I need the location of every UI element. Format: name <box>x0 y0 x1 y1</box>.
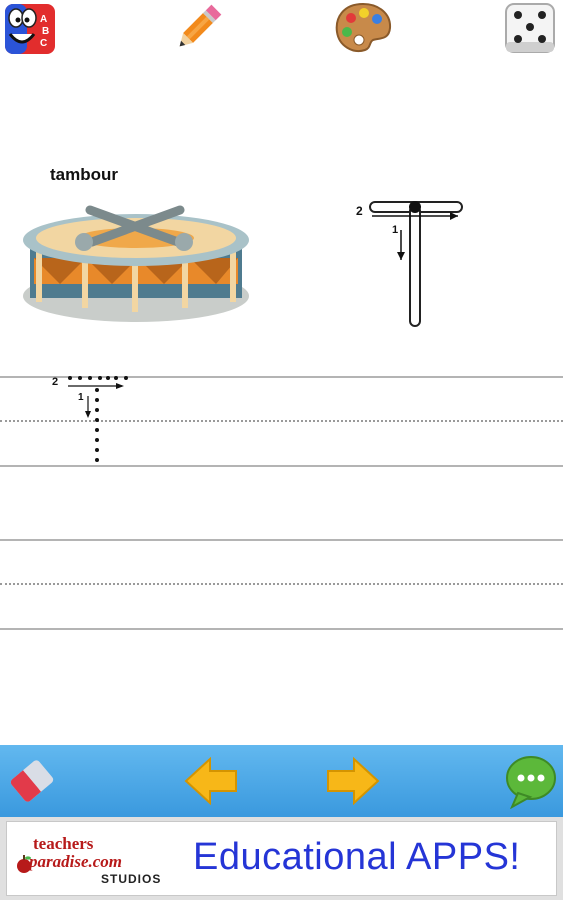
arrow-left-icon[interactable] <box>182 755 240 807</box>
stroke-number-2: 2 <box>356 204 363 218</box>
writing-top-line <box>0 376 563 378</box>
svg-text:C: C <box>40 38 47 49</box>
abc-character-icon[interactable]: A B C <box>2 0 58 58</box>
bottom-toolbar <box>0 745 563 817</box>
writing-mid-line <box>0 420 563 422</box>
brand-line-1: teachers <box>33 834 94 853</box>
apple-icon <box>15 854 33 874</box>
brand-line-2: paradise.com <box>29 852 123 871</box>
writing-base-line <box>0 628 563 630</box>
trace-letter-guide[interactable]: 2 1 <box>50 372 140 472</box>
letter-stroke-guide: 2 1 <box>354 194 474 330</box>
ad-banner[interactable]: teachers paradise.com STUDIOS Educationa… <box>0 817 563 900</box>
svg-text:A: A <box>40 14 47 25</box>
eraser-icon[interactable] <box>6 753 58 809</box>
top-toolbar: A B C <box>0 0 563 62</box>
brand-line-3: STUDIOS <box>101 872 162 886</box>
ad-banner-content[interactable]: teachers paradise.com STUDIOS Educationa… <box>6 821 557 896</box>
svg-text:B: B <box>42 26 49 37</box>
dice-icon[interactable] <box>502 2 558 56</box>
trace-stroke-number-2: 2 <box>52 376 59 388</box>
ad-tagline: Educational APPS! <box>193 836 521 878</box>
drum-illustration <box>20 200 252 330</box>
writing-mid-line <box>0 583 563 585</box>
stroke-number-1: 1 <box>392 224 399 236</box>
writing-base-line <box>0 465 563 467</box>
word-label: tambour <box>50 165 118 184</box>
trace-stroke-number-1: 1 <box>78 392 84 403</box>
writing-top-line <box>0 539 563 541</box>
pencil-icon[interactable] <box>172 0 224 56</box>
paint-palette-icon[interactable] <box>333 0 393 58</box>
arrow-right-icon[interactable] <box>324 755 382 807</box>
chat-bubble-icon[interactable] <box>504 753 558 810</box>
